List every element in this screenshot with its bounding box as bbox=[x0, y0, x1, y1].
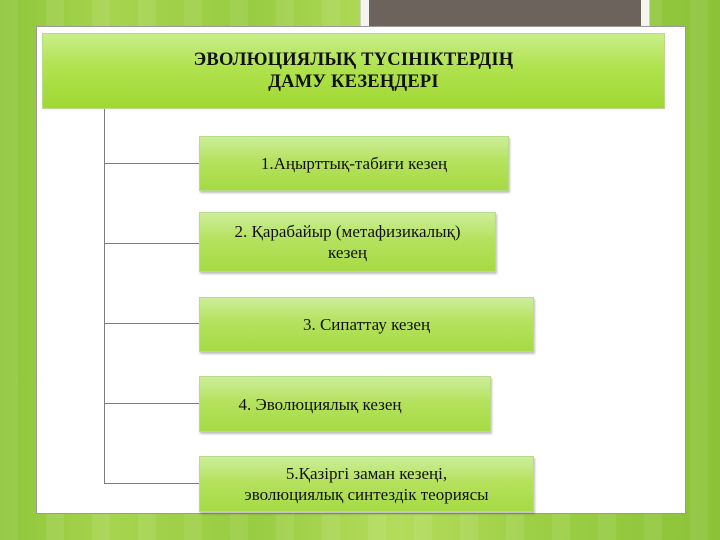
diagram-title: ЭВОЛЮЦИЯЛЫҚ ТҮСІНІКТЕРДІҢ ДАМУ КЕЗЕҢДЕРІ bbox=[42, 33, 665, 109]
title-line-1: ЭВОЛЮЦИЯЛЫҚ ТҮСІНІКТЕРДІҢ bbox=[193, 50, 514, 70]
stage-5-line-1: 5.Қазіргі заман кезеңі, bbox=[285, 464, 448, 483]
connector-branch-4 bbox=[104, 403, 200, 404]
stage-2-line-1: 2. Қарабайыр (метафизикалық) bbox=[234, 222, 461, 241]
header-tab-fill bbox=[369, 0, 641, 28]
stage-box-5: 5.Қазіргі заман кезеңі, эволюциялық синт… bbox=[199, 456, 534, 512]
stage-1-line-1: 1.Аңырттық-табиғи кезең bbox=[260, 154, 448, 173]
stage-box-2: 2. Қарабайыр (метафизикалық) кезең bbox=[199, 212, 496, 272]
stage-3-line-1: 3. Сипаттау кезең bbox=[302, 315, 431, 334]
connector-branch-3 bbox=[104, 323, 200, 324]
stage-5-line-2: эволюциялық синтездік теориясы bbox=[244, 485, 489, 504]
stage-box-4: 4. Эволюциялық кезең bbox=[199, 376, 491, 432]
title-line-2: ДАМУ КЕЗЕҢДЕРІ bbox=[268, 72, 439, 92]
connector-branch-5 bbox=[104, 483, 200, 484]
stage-4-line-1: 4. Эволюциялық кезең bbox=[238, 394, 402, 414]
connector-trunk bbox=[104, 109, 105, 484]
stage-box-1: 1.Аңырттық-табиғи кезең bbox=[199, 136, 509, 191]
connector-branch-1 bbox=[104, 163, 200, 164]
stage-2-line-2: кезең bbox=[328, 243, 367, 262]
stage-box-3: 3. Сипаттау кезең bbox=[199, 297, 534, 352]
connector-branch-2 bbox=[104, 243, 200, 244]
